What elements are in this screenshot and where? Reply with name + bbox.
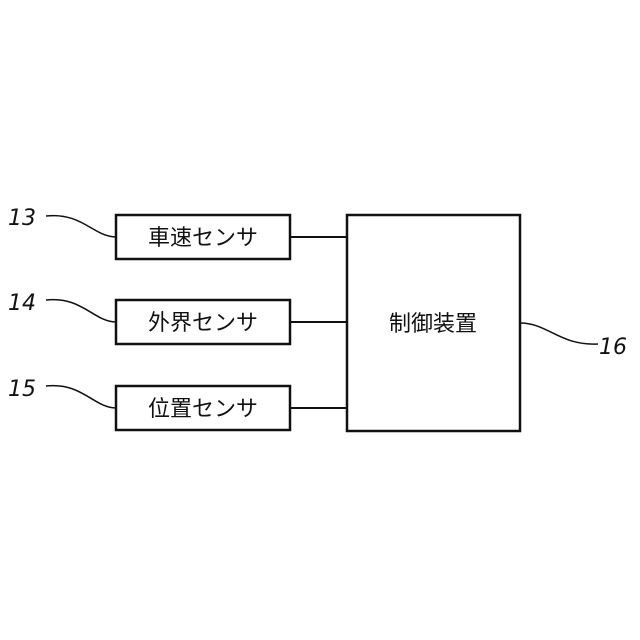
leader-line-15: [46, 386, 116, 408]
ref-number-16: 16: [599, 335, 627, 360]
controller-block: 制御装置 16: [347, 215, 627, 431]
sensor-block-vehicle-speed: 13 車速センサ: [8, 206, 347, 259]
sensor-block-position: 15 位置センサ: [8, 377, 347, 430]
leader-line-13: [46, 216, 116, 237]
sensor-block-external: 14 外界センサ: [8, 291, 347, 344]
leader-line-16: [520, 323, 598, 344]
ref-number-15: 15: [8, 377, 36, 402]
leader-line-14: [46, 300, 116, 322]
vehicle-speed-sensor-label: 車速センサ: [148, 226, 258, 251]
controller-label: 制御装置: [389, 312, 477, 337]
external-sensor-label: 外界センサ: [148, 311, 258, 336]
position-sensor-label: 位置センサ: [148, 397, 258, 422]
ref-number-14: 14: [8, 291, 36, 316]
ref-number-13: 13: [8, 206, 36, 231]
